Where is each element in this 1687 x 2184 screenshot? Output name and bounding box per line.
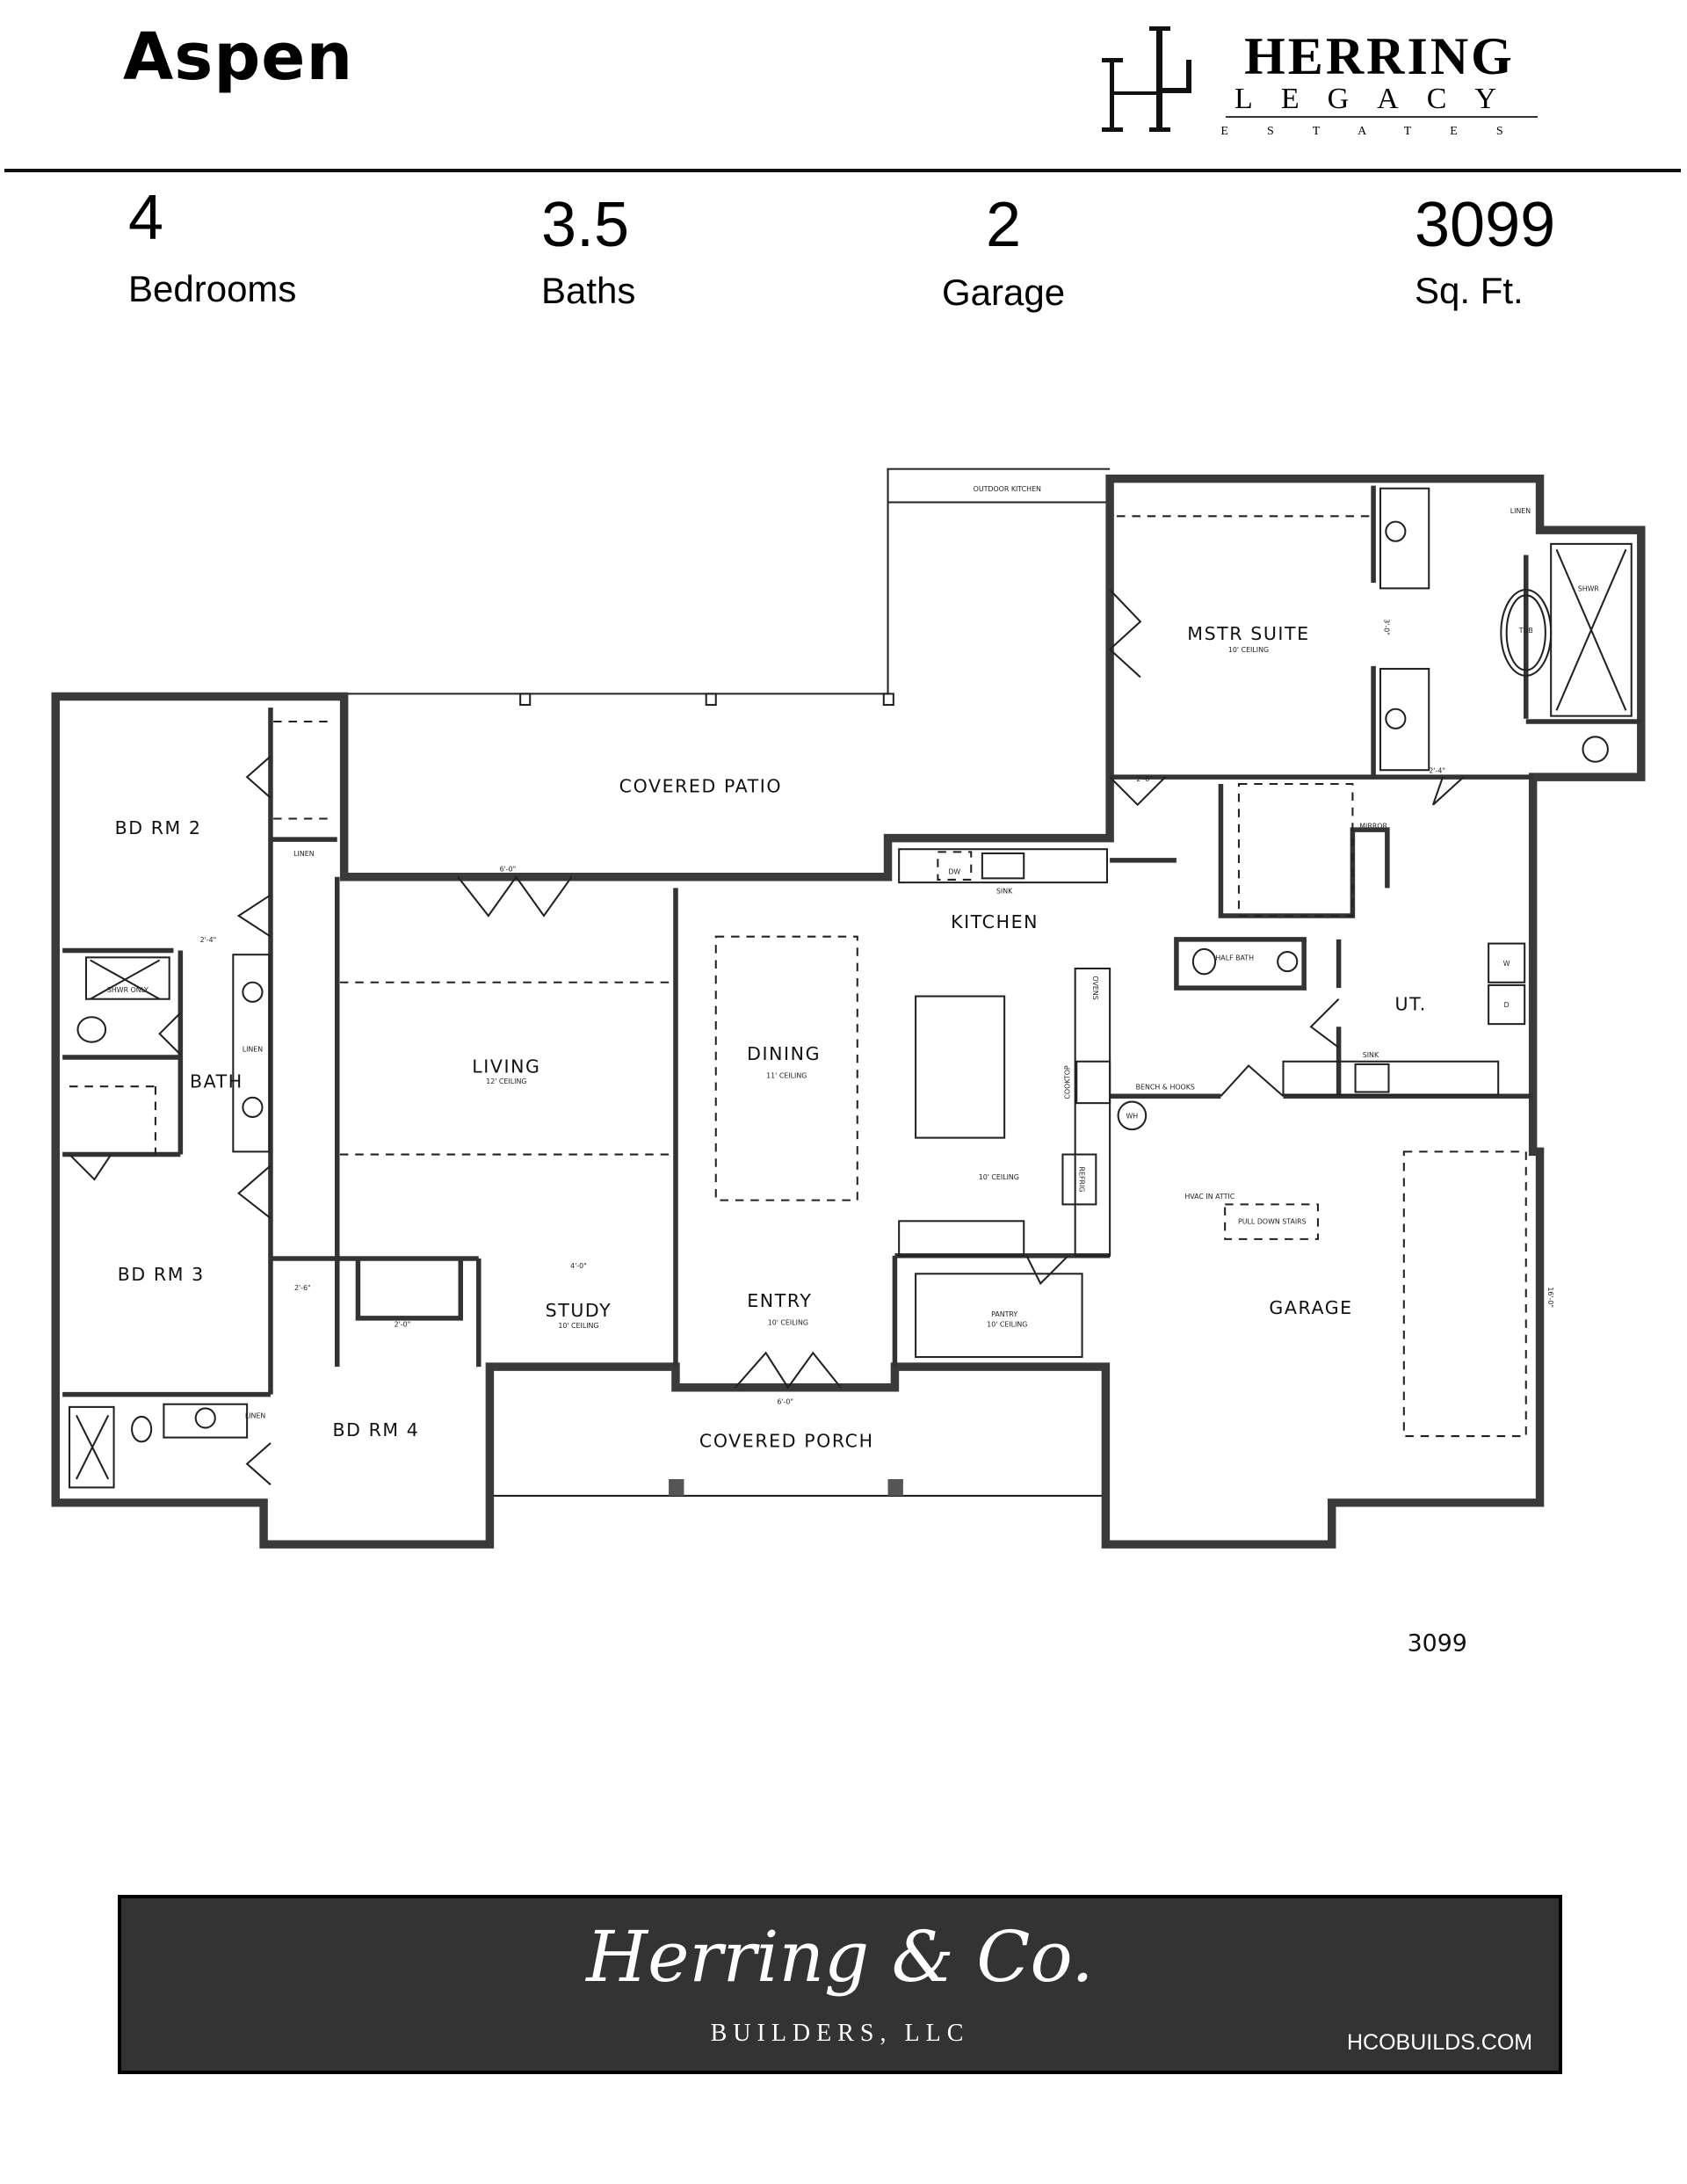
linen-label: LINEN — [293, 850, 315, 858]
bath-vanity — [232, 954, 271, 1153]
baths-label: Baths — [541, 270, 636, 311]
covered-porch-label: COVERED PORCH — [699, 1431, 874, 1452]
study-ceiling-label: 10' CEILING — [558, 1322, 598, 1330]
washer-label: W — [1503, 960, 1510, 968]
fixtures — [69, 487, 1633, 1489]
bedrooms-label: Bedrooms — [128, 268, 297, 309]
dw-label: DW — [948, 868, 960, 876]
sink-label: SINK — [996, 888, 1013, 896]
pantry-ceiling-label: 10' CEILING — [987, 1320, 1027, 1328]
porch-posts — [669, 1478, 903, 1496]
outdoor-kitchen-label: OUTDOOR KITCHEN — [974, 485, 1041, 493]
mirror-label: MIRROR — [1359, 823, 1387, 831]
dim-door-20: 2'-0" — [395, 1320, 411, 1328]
logo-estates: ESTATES — [1220, 125, 1541, 138]
bath-label: BATH — [190, 1071, 243, 1092]
covered-patio-label: COVERED PATIO — [619, 775, 782, 796]
study-label: STUDY — [546, 1300, 612, 1321]
ut-sink-label: SINK — [1363, 1051, 1379, 1059]
shwr-only-label: SHWR ONLY — [107, 986, 148, 994]
bath-linen-label: LINEN — [243, 1046, 264, 1054]
hvac-label: HVAC IN ATTIC — [1184, 1193, 1234, 1201]
mstr-suite-label: MSTR SUITE — [1187, 623, 1309, 644]
sqft-label: Sq. Ft. — [1415, 270, 1524, 311]
interior-walls — [62, 485, 1641, 1397]
bench-hooks-label: BENCH & HOOKS — [1136, 1083, 1195, 1091]
logo-legacy: LEGACY — [1234, 83, 1524, 115]
dryer-label: D — [1504, 1001, 1510, 1009]
pantry-shelves — [915, 1273, 1083, 1359]
dim-mbath-door: 2'-4" — [1429, 766, 1445, 774]
living-label: LIVING — [472, 1056, 540, 1077]
cooktop-label: COOKTOP — [1063, 1065, 1071, 1099]
garage-label: GARAGE — [1269, 1297, 1352, 1318]
toilet — [76, 1016, 107, 1043]
kitchen-counter — [898, 848, 1108, 884]
ut-label: UT. — [1395, 993, 1427, 1014]
dim-door-28: 2'-8" — [1136, 775, 1153, 783]
entry-label: ENTRY — [747, 1290, 812, 1311]
dim-entry-door: 6'-0" — [777, 1398, 793, 1406]
dining-label: DINING — [747, 1043, 821, 1064]
exterior-walls — [51, 474, 1646, 1549]
kitchen-sink — [981, 852, 1025, 880]
wh-label: WH — [1126, 1112, 1139, 1120]
bd-rm-3-label: BD RM 3 — [118, 1264, 205, 1285]
entry-ceiling-label: 10' CEILING — [768, 1319, 808, 1327]
dim-door-26: 2'-6" — [294, 1284, 311, 1292]
bd-rm-2-label: BD RM 2 — [115, 817, 202, 838]
patio-outline — [344, 468, 1111, 695]
plan-title: Aspen — [123, 19, 354, 95]
sqft-value: 3099 — [1415, 190, 1556, 260]
bedrooms-value: 4 — [128, 183, 164, 253]
kitchen-island — [915, 995, 1006, 1139]
pull-down-label: PULL DOWN STAIRS — [1238, 1217, 1307, 1225]
website-link[interactable]: HCOBUILDS.COM — [1347, 2030, 1533, 2055]
refrig-label: REFRIG — [1077, 1167, 1085, 1193]
dim-bath-door: 2'-4" — [200, 936, 217, 944]
herring-co-script-logo: Herring & Co. — [586, 1916, 1094, 1998]
bd4-shower — [69, 1405, 115, 1489]
dim-door-30: 3'-0" — [1383, 619, 1391, 635]
plan-sqft-note: 3099 — [1408, 1630, 1467, 1658]
garage-value: 2 — [986, 190, 1022, 260]
garage-label: Garage — [942, 272, 1066, 313]
tub-label: TUB — [1518, 627, 1533, 635]
bd4-linen-label: LINEN — [245, 1412, 266, 1420]
dim-study-opening: 4'-0" — [570, 1262, 587, 1270]
dim-patio-door: 6'-0" — [500, 865, 517, 873]
master-linen-label: LINEN — [1510, 507, 1531, 515]
patio-posts — [519, 693, 894, 707]
mstr-ceiling-label: 10' CEILING — [1228, 646, 1269, 654]
bd-rm-4-label: BD RM 4 — [332, 1419, 419, 1440]
builders-llc-text: BUILDERS, LLC — [710, 2020, 970, 2047]
dining-ceiling-label: 11' CEILING — [766, 1072, 807, 1080]
dim-garage-door: 16'-0" — [1546, 1287, 1554, 1308]
master-shower — [1550, 542, 1633, 717]
kitchen-label: KITCHEN — [951, 911, 1039, 932]
header-divider — [4, 169, 1681, 172]
door-swings — [69, 589, 1465, 1486]
dashed-lines — [69, 515, 1527, 1438]
logo-herring: HERRING — [1244, 27, 1515, 85]
kitchen-ceiling-label: 10' CEILING — [979, 1173, 1019, 1181]
shwr-label: SHWR — [1578, 585, 1600, 593]
water-heater — [1117, 1100, 1148, 1131]
utility-counter — [1282, 1060, 1500, 1096]
pantry-label: PANTRY — [991, 1310, 1017, 1318]
hl-monogram-icon: HERRING LEGACY ESTATES — [1102, 26, 1541, 138]
herring-legacy-logo: HERRING LEGACY ESTATES — [1098, 25, 1564, 139]
half-bath-label: HALF BATH — [1215, 954, 1254, 962]
ovens-label: OVENS — [1091, 976, 1099, 999]
builder-footer-banner: Herring & Co. BUILDERS, LLC HCOBUILDS.CO… — [118, 1895, 1562, 2074]
baths-value: 3.5 — [541, 190, 630, 260]
bath-shower — [84, 956, 170, 1000]
living-ceiling-label: 12' CEILING — [486, 1077, 526, 1085]
kitchen-side-counter — [1074, 967, 1111, 1257]
